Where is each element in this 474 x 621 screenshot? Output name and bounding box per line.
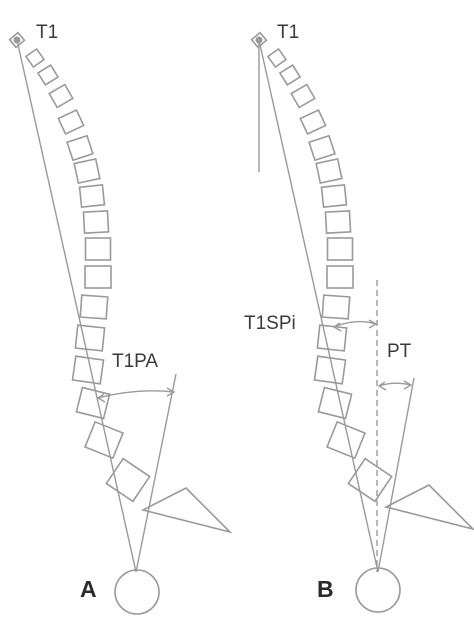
vertebra-1 xyxy=(8,31,26,49)
panel-a-t1pa-label: T1PA xyxy=(112,351,159,372)
t1spi-angle-arc xyxy=(333,320,377,328)
vertebra-15 xyxy=(317,386,353,420)
vertebra-5 xyxy=(299,109,327,135)
vertebra-7 xyxy=(73,157,101,185)
vertebra-12 xyxy=(321,294,351,320)
vertebra-6 xyxy=(308,134,336,162)
vertebra-11 xyxy=(84,265,112,289)
vertebra-2 xyxy=(266,47,288,69)
t1pa-arrow-left xyxy=(96,393,106,403)
vertebra-14 xyxy=(313,355,347,385)
pelvic-line xyxy=(135,373,177,573)
vertebra-3 xyxy=(36,63,60,87)
panel-a-t1-label: T1 xyxy=(36,22,59,43)
vertebra-13 xyxy=(316,324,348,352)
vertebra-15 xyxy=(75,386,111,420)
vertebra-5 xyxy=(57,109,85,135)
vertebra-8 xyxy=(78,183,106,209)
vertebra-13 xyxy=(74,324,106,352)
vertebra-6 xyxy=(66,134,94,162)
vertebra-4 xyxy=(290,83,316,109)
t1pa-angle-arc xyxy=(97,390,175,399)
vertebra-14 xyxy=(71,355,105,385)
vertebra-9 xyxy=(82,210,110,234)
vertebra-8 xyxy=(320,183,348,209)
panel-b-t1spi-label: T1SPi xyxy=(244,313,296,334)
t1spi-arrow-right xyxy=(368,319,378,329)
sacrum-wedge xyxy=(383,484,474,531)
t1-to-hip-line xyxy=(258,39,379,573)
panel-a-spine xyxy=(8,31,233,615)
vertebra-10 xyxy=(84,237,112,261)
vertebra-4 xyxy=(48,83,74,109)
t1pa-arrow-right xyxy=(166,387,176,397)
vertebra-1 xyxy=(250,31,268,49)
vertebra-12 xyxy=(79,294,109,320)
sacrum-wedge xyxy=(140,487,233,534)
vertebra-9 xyxy=(324,210,352,234)
pt-arrow-left xyxy=(377,381,387,391)
panel-b-pt-label: PT xyxy=(387,341,412,362)
pelvic-line xyxy=(377,377,415,573)
t1spi-arrow-left xyxy=(332,322,342,332)
pt-angle-arc xyxy=(378,382,412,387)
panel-b-letter: B xyxy=(317,576,334,602)
vertebra-3 xyxy=(278,63,302,87)
femoral-head-circle xyxy=(114,569,160,615)
vertebra-17 xyxy=(347,457,393,503)
vertebra-7 xyxy=(315,157,343,185)
vertebra-2 xyxy=(24,47,46,69)
pt-arrow-right xyxy=(403,380,413,390)
t1-to-hip-line xyxy=(16,39,137,573)
vertebra-16 xyxy=(83,420,125,460)
vertebra-11 xyxy=(326,265,354,289)
vertebra-10 xyxy=(326,237,354,261)
femoral-head-circle xyxy=(355,567,401,613)
panel-a-letter: A xyxy=(80,576,97,602)
panel-b-t1-label: T1 xyxy=(277,22,300,43)
vertebra-17 xyxy=(105,457,151,503)
vertebra-16 xyxy=(325,420,367,460)
panel-b-spine xyxy=(250,31,474,613)
